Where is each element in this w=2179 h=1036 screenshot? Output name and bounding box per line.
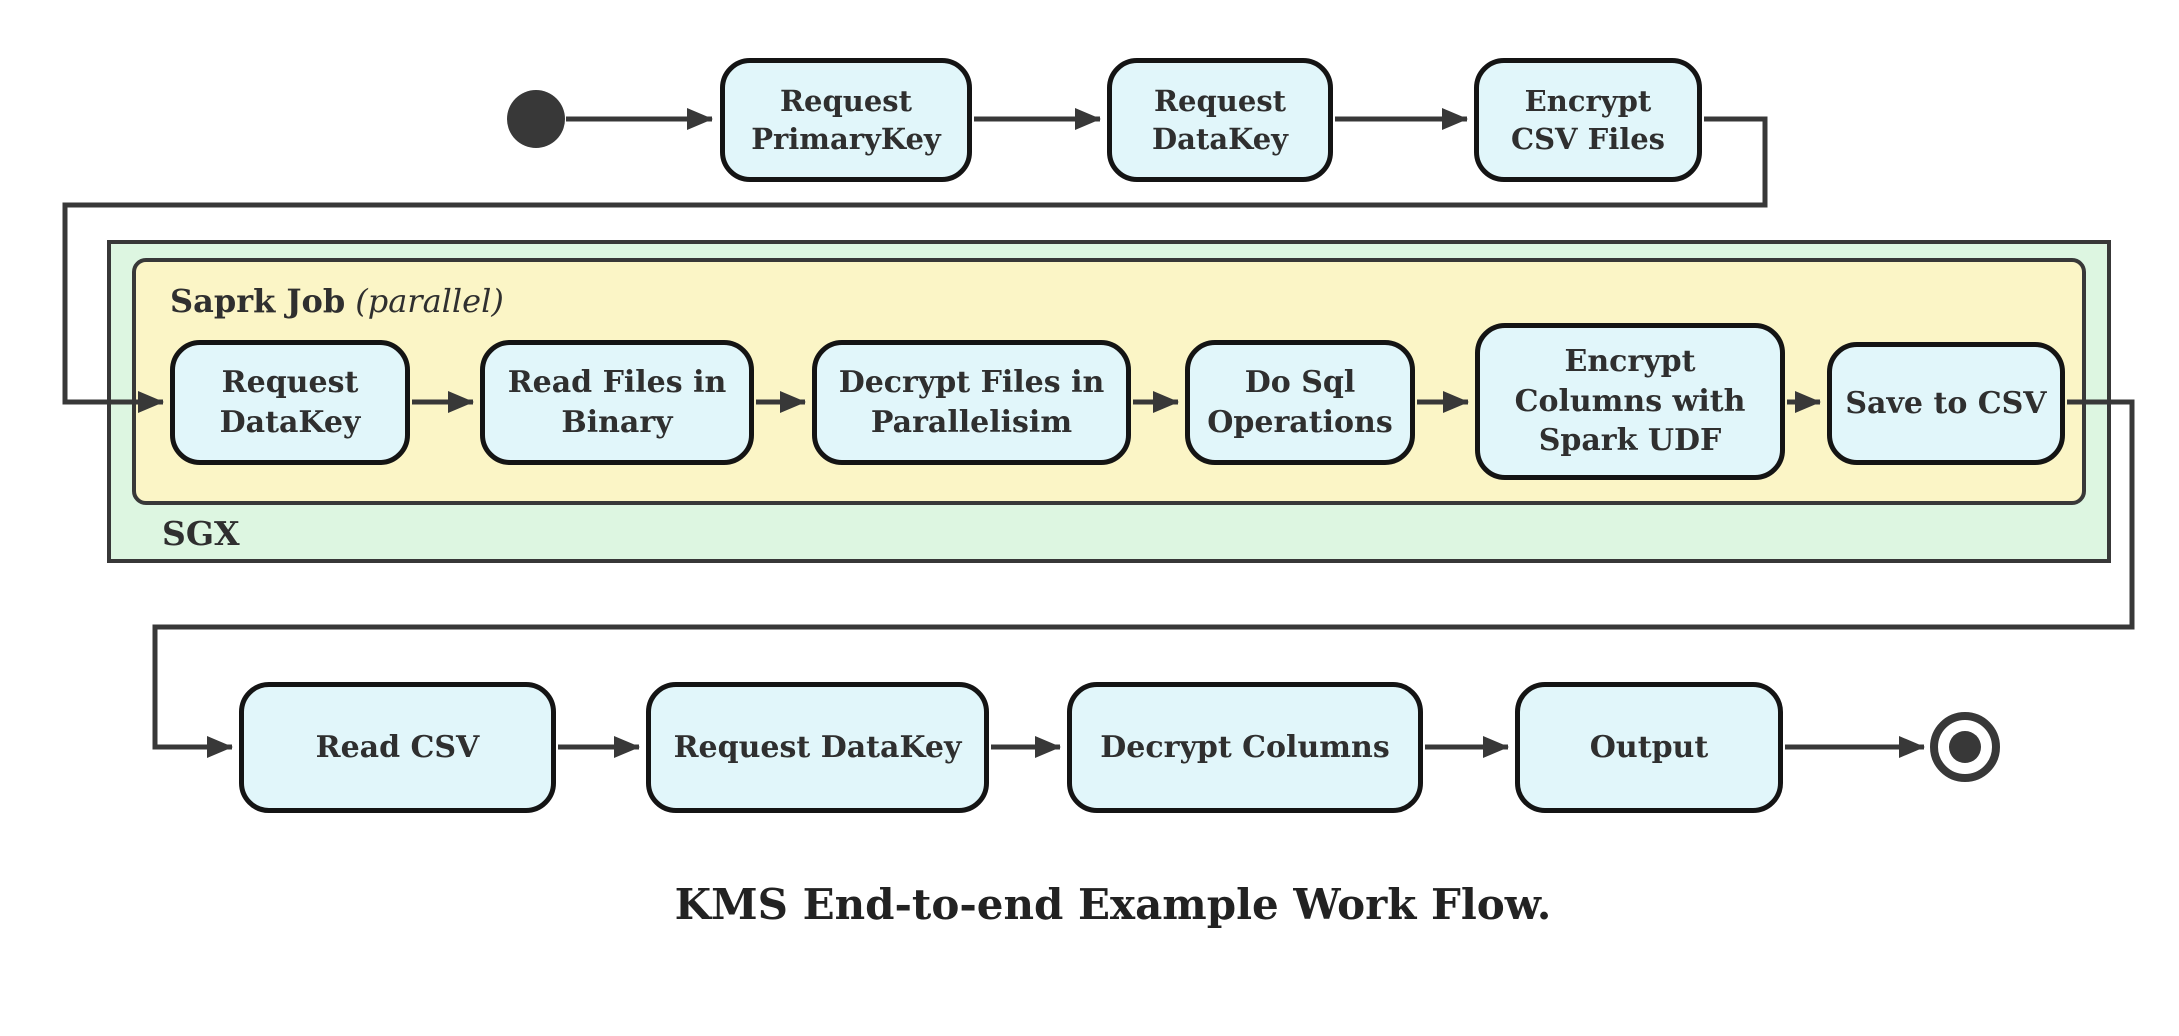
spark-job-label-qualifier: (parallel) [355,282,504,320]
node-save-to-csv: Save to CSV [1827,342,2065,465]
node-encrypt-csv-files: Encrypt CSV Files [1474,58,1702,182]
end-node-icon [1930,712,2000,782]
node-decrypt-files-parallel: Decrypt Files in Parallelisim [812,340,1131,465]
node-decrypt-columns: Decrypt Columns [1067,682,1423,813]
spark-job-label-name: Saprk Job [170,282,346,320]
node-do-sql-operations: Do Sql Operations [1185,340,1415,465]
start-node-icon [507,90,565,148]
node-request-datakey-bottom: Request DataKey [646,682,989,813]
node-read-csv: Read CSV [239,682,556,813]
node-encrypt-columns-spark-udf: Encrypt Columns with Spark UDF [1475,323,1785,480]
node-output: Output [1515,682,1783,813]
diagram-caption: KMS End-to-end Example Work Flow. [674,880,1552,929]
sgx-label: SGX [162,514,240,553]
node-read-files-in-binary: Read Files in Binary [480,340,754,465]
node-sgx-request-datakey: Request DataKey [170,340,410,465]
node-request-datakey-top: Request DataKey [1107,58,1333,182]
node-request-primarykey: Request PrimaryKey [720,58,972,182]
spark-job-label: Saprk Job(parallel) [170,282,504,320]
